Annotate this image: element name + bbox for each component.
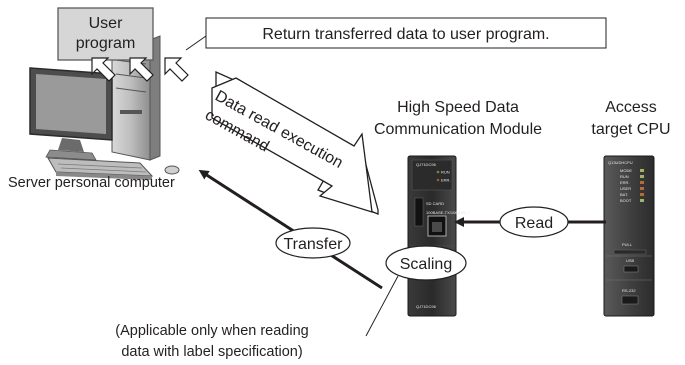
note-line1: (Applicable only when reading (115, 323, 308, 339)
cpu-led-boot: BOOT (620, 198, 632, 203)
communication-module: QJ71DC96 RUN ERR. SD CARD 100BASE-TX/10B… (407, 155, 470, 317)
cpu-usb-text: USB (626, 258, 635, 263)
execution-command-arrow: Data read execution command (202, 70, 379, 215)
transfer-bubble-text: Transfer (284, 236, 344, 253)
access-target-cpu: Q13UDHCPU MODE RUN ERR. USER BAT. BOOT P… (603, 155, 655, 317)
cpu-led-panel: MODE RUN ERR. USER BAT. BOOT (620, 168, 644, 203)
cpu-rs232-port (621, 295, 639, 305)
note-leader-line (365, 275, 399, 337)
server-computer (29, 33, 180, 180)
mouse (164, 165, 180, 175)
cpu-label-line1: Access (605, 99, 657, 116)
note-line2: data with label specification) (121, 344, 302, 360)
sd-card-slot (414, 197, 424, 227)
cpu-led-user: USER (620, 186, 631, 191)
cpu-led-run: RUN (620, 174, 629, 179)
keyboard (47, 157, 154, 180)
monitor (29, 67, 113, 161)
module-run-led (436, 170, 440, 174)
cpu-label: Access target CPU (591, 99, 670, 138)
cpu-label-line2: target CPU (591, 121, 670, 138)
callout-box: Return transferred data to user program. (185, 17, 607, 51)
user-program-box: User program (57, 7, 154, 61)
module-sd-text: SD CARD (426, 201, 444, 206)
scaling-bubble: Scaling (385, 245, 467, 281)
module-err-text: ERR. (441, 178, 451, 183)
cpu-led-bat: BAT. (620, 192, 628, 197)
scaling-note: (Applicable only when reading data with … (115, 323, 308, 360)
callout-text: Return transferred data to user program. (262, 26, 549, 43)
cpu-pull-text: PULL (622, 242, 633, 247)
ethernet-port-inner (432, 222, 442, 232)
module-run-text: RUN (441, 170, 450, 175)
module-label-line2: Communication Module (374, 121, 542, 138)
read-bubble: Read (499, 206, 569, 238)
return-data-arrows (91, 57, 189, 82)
module-err-led (436, 178, 440, 182)
server-label: Server personal computer (8, 175, 175, 191)
scaling-bubble-text: Scaling (400, 256, 452, 273)
module-model-text: QJ71DC96 (416, 162, 437, 167)
cpu-rs232-text: RS-232 (622, 288, 636, 293)
cpu-model-text: Q13UDHCPU (608, 160, 633, 165)
user-program-line2: program (76, 35, 136, 52)
cpu-usb-port (623, 265, 639, 273)
read-bubble-text: Read (515, 215, 553, 232)
transfer-bubble: Transfer (275, 227, 351, 259)
cpu-led-mode: MODE (620, 168, 632, 173)
module-label: High Speed Data Communication Module (374, 99, 542, 138)
user-program-line1: User (89, 15, 123, 32)
module-label-line1: High Speed Data (397, 99, 519, 116)
module-footer-text: QJ71DC96 (416, 304, 437, 309)
cpu-led-err: ERR. (620, 180, 630, 185)
module-eth-text: 100BASE-TX/10BASE-T (426, 210, 470, 215)
